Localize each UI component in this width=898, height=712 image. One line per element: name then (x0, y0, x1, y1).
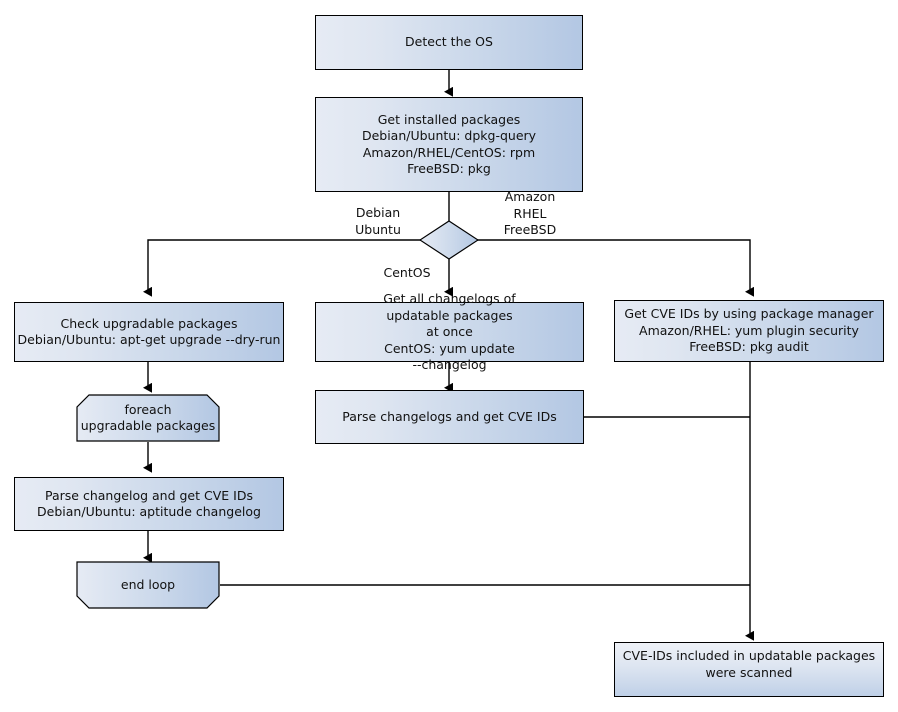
node-get-all-changelogs[interactable]: Get all changelogs of updatable packages… (315, 291, 584, 372)
node-get-all-changelogs-label: Get all changelogs of updatable packages… (383, 290, 516, 372)
node-parse-changelogs-centos[interactable]: Parse changelogs and get CVE IDs (315, 390, 584, 444)
edge-label-centos: CentOS (383, 265, 431, 280)
node-parse-changelog-debian[interactable]: Parse changelog and get CVE IDs Debian/U… (14, 477, 284, 531)
node-end-loop-label: end loop (120, 576, 176, 592)
node-foreach-loop[interactable]: foreach upgradable packages (76, 394, 220, 442)
node-os-decision[interactable] (418, 220, 480, 260)
node-foreach-loop-label: foreach upgradable packages (80, 401, 216, 434)
node-get-cve-ids-package-manager-label: Get CVE IDs by using package manager Ama… (624, 306, 874, 355)
node-check-upgradable-packages-label: Check upgradable packages Debian/Ubuntu:… (17, 315, 281, 348)
node-parse-changelogs-centos-label: Parse changelogs and get CVE IDs (342, 408, 557, 424)
node-get-installed-packages-label: Get installed packages Debian/Ubuntu: dp… (361, 111, 537, 177)
node-detect-os[interactable]: Detect the OS (315, 15, 583, 70)
node-detect-os-label: Detect the OS (405, 34, 493, 50)
node-cve-ids-scanned-label: CVE-IDs included in updatable packages w… (622, 648, 876, 680)
end-loop-shape (76, 561, 220, 609)
edge-decision-amazon (477, 239, 754, 297)
edge-label-amazon-rhel-freebsd: Amazon RHEL FreeBSD (503, 189, 557, 237)
node-cve-ids-scanned[interactable]: CVE-IDs included in updatable packages w… (614, 642, 884, 697)
node-check-upgradable-packages[interactable]: Check upgradable packages Debian/Ubuntu:… (14, 302, 284, 362)
node-get-cve-ids-package-manager[interactable]: Get CVE IDs by using package manager Ama… (614, 300, 884, 362)
edge-label-debian-ubuntu: Debian Ubuntu (355, 205, 401, 237)
node-get-installed-packages[interactable]: Get installed packages Debian/Ubuntu: dp… (315, 97, 583, 192)
node-parse-changelog-debian-label: Parse changelog and get CVE IDs Debian/U… (37, 487, 261, 520)
foreach-loop-shape (76, 394, 220, 442)
decision-diamond-shape (418, 220, 480, 260)
node-end-loop[interactable]: end loop (76, 561, 220, 609)
